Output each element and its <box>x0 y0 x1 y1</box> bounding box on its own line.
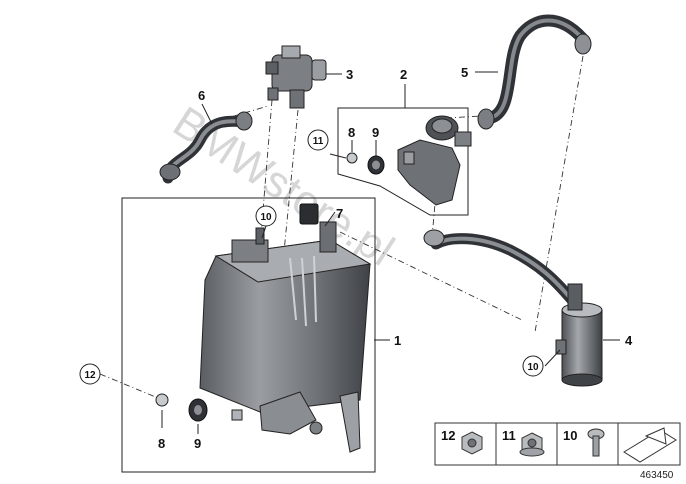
filter-4 <box>555 283 603 387</box>
label-6: 6 <box>198 88 205 103</box>
legend-11-label: 11 <box>502 428 516 443</box>
legend-10-label: 10 <box>563 428 577 443</box>
valve-3 <box>265 45 327 109</box>
tank-frame <box>121 197 376 473</box>
label-2: 2 <box>400 67 407 82</box>
circled-10-mid-text: 10 <box>260 212 272 223</box>
label-3: 3 <box>346 67 353 82</box>
circled-callout-10-filter: 10 <box>522 355 544 377</box>
label-8-bottom: 8 <box>158 436 165 451</box>
reference-number: 463450 <box>640 470 674 481</box>
circled-12-text: 12 <box>84 370 96 381</box>
valve-2 <box>397 115 472 206</box>
label-5: 5 <box>461 65 468 80</box>
circled-callout-11-top: 11 <box>307 129 329 151</box>
legend-12-label: 12 <box>441 428 455 443</box>
valve-frame <box>337 107 469 216</box>
circled-callout-10-mid: 10 <box>255 205 277 227</box>
circled-callout-12: 12 <box>79 363 101 385</box>
leader-lines <box>161 71 620 434</box>
screw-icon <box>587 428 605 457</box>
arrow-icon <box>623 427 677 463</box>
label-4: 4 <box>625 333 633 348</box>
seal-parts-bottom <box>155 393 208 422</box>
hose-5 <box>477 14 592 130</box>
legend-strip: 12 11 10 <box>434 422 681 466</box>
tank-1 <box>199 203 372 453</box>
hose-6 <box>159 111 253 184</box>
circled-10-filter-text: 10 <box>527 362 539 373</box>
label-7: 7 <box>336 206 343 221</box>
label-8-top: 8 <box>348 125 355 140</box>
circled-11-text: 11 <box>313 136 324 147</box>
label-1: 1 <box>394 333 401 348</box>
hose-filter <box>423 229 578 306</box>
label-9-bottom: 9 <box>194 436 201 451</box>
seal-parts-top <box>346 152 385 175</box>
label-9-top: 9 <box>372 125 379 140</box>
